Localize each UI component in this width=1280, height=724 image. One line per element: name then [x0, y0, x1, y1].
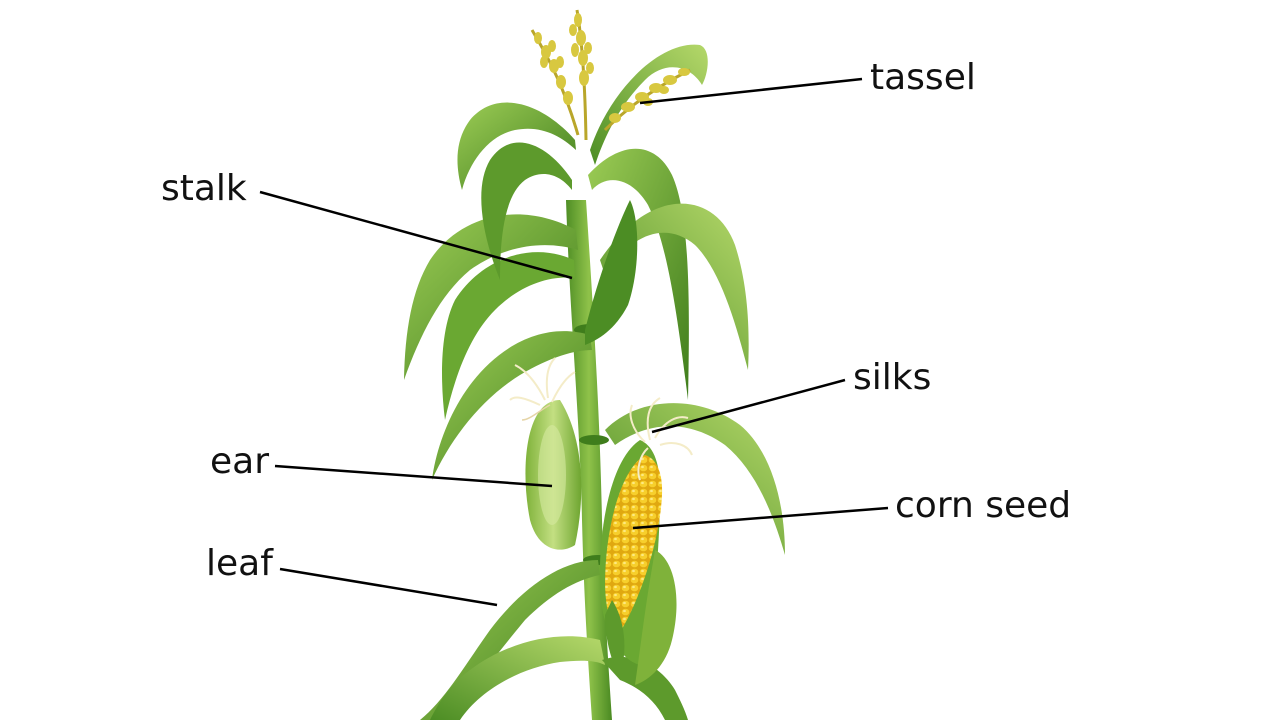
- label-corn-seed: corn seed: [895, 485, 1072, 526]
- plant-group: [404, 9, 785, 720]
- label-leaf: leaf: [206, 543, 273, 584]
- leader-lines: [259, 77, 889, 607]
- leaf-shape: [404, 214, 578, 380]
- leaf-shape: [585, 200, 638, 345]
- leader-line-tassel: [639, 77, 863, 105]
- leaf-shape: [430, 636, 605, 720]
- label-tassel: tassel: [870, 57, 976, 98]
- leaf-shape: [605, 403, 785, 555]
- leader-line-leaf: [279, 567, 498, 607]
- left-ear: [509, 357, 582, 550]
- leaf-shape: [481, 142, 572, 280]
- label-stalk: stalk: [161, 168, 247, 209]
- label-silks: silks: [853, 357, 932, 398]
- leaf-shape: [602, 656, 688, 720]
- leader-line-silks: [651, 378, 846, 434]
- leader-line-stalk: [259, 190, 573, 280]
- stalk-node: [579, 435, 609, 445]
- right-ear: [599, 397, 693, 685]
- leaf-shape: [457, 102, 576, 190]
- label-ear: ear: [210, 441, 270, 482]
- leaf-shape: [600, 203, 749, 370]
- leader-line-corn-seed: [632, 506, 889, 530]
- leaf-shape: [432, 331, 592, 480]
- tassel-cluster: [530, 9, 691, 141]
- leaf-shape: [442, 252, 575, 420]
- leader-line-ear: [274, 464, 553, 488]
- leaf-shape: [590, 44, 708, 165]
